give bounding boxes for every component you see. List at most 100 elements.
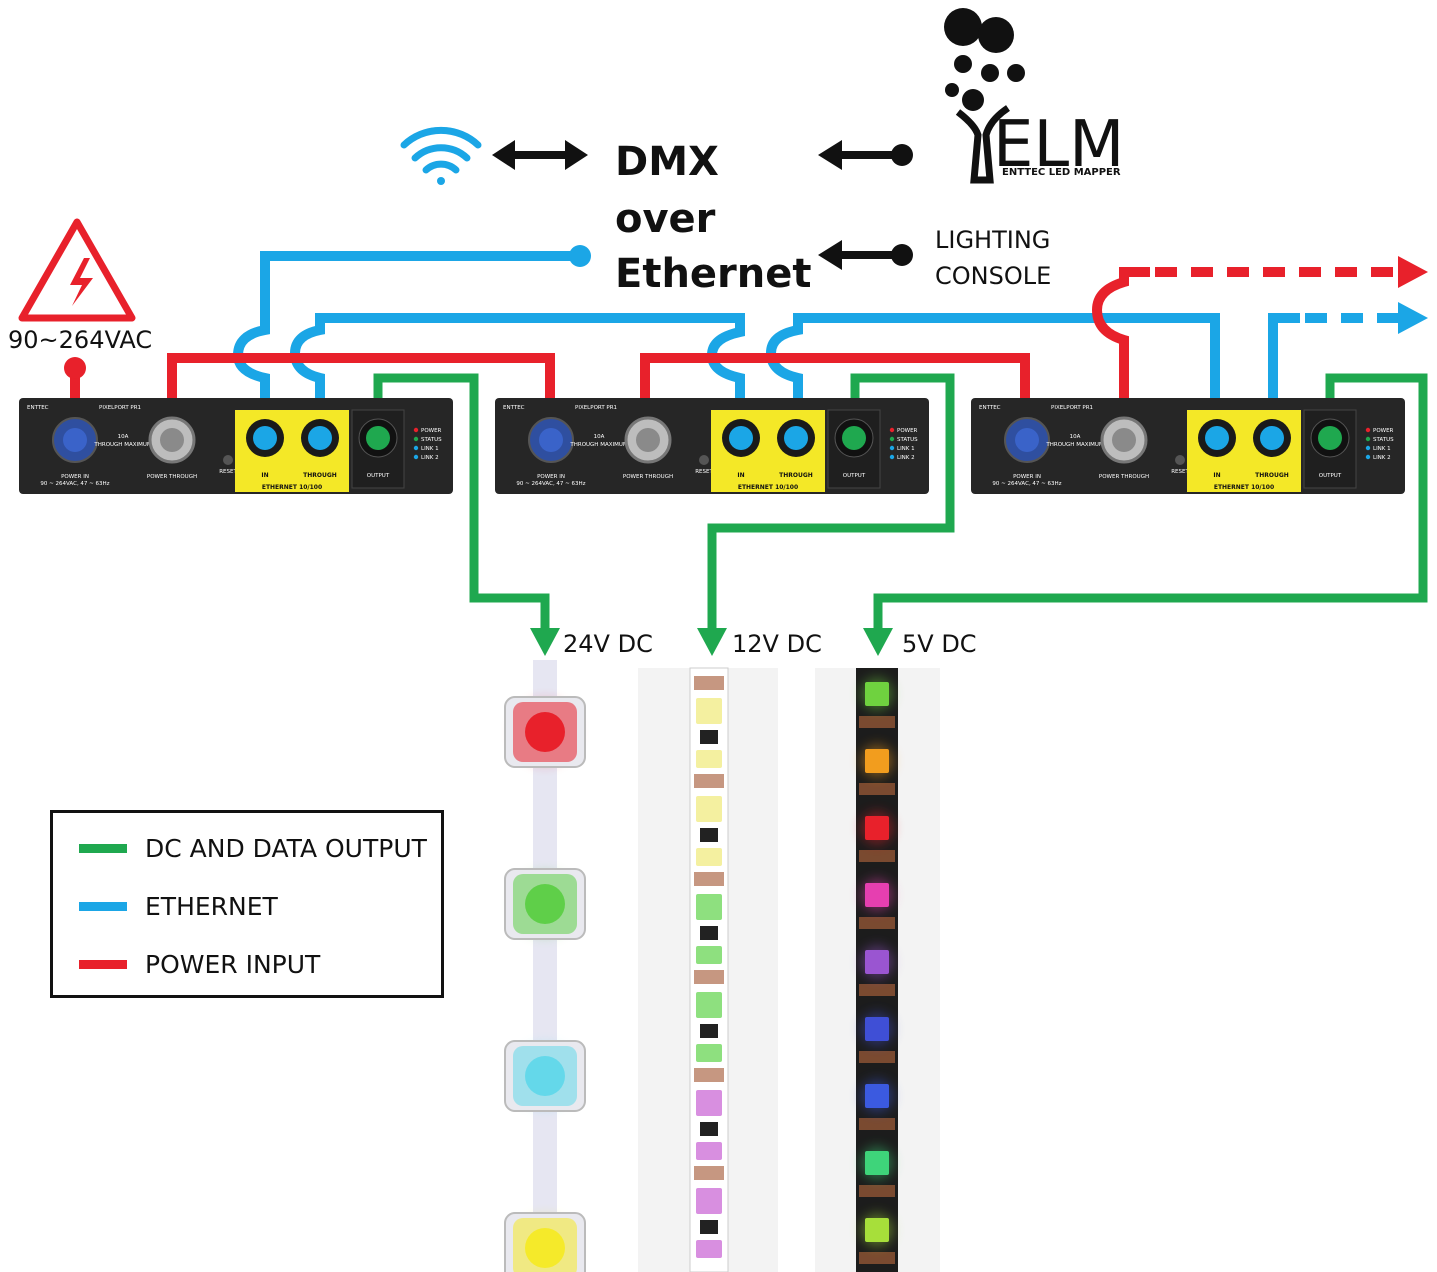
pixel-led [525, 1228, 565, 1268]
device-model: PIXELPORT PR1 [99, 405, 141, 411]
power-through-label: POWER THROUGH [1099, 474, 1149, 480]
device-brand: ENTTEC [503, 405, 525, 411]
legend-label: DC AND DATA OUTPUT [145, 833, 427, 863]
power-voltage-label: 90~264VAC [8, 326, 152, 354]
led-strip-24v [504, 660, 586, 1272]
legend: DC AND DATA OUTPUT ETHERNET POWER INPUT [50, 810, 444, 998]
strip-led [696, 946, 722, 964]
led-strip-5v [815, 668, 940, 1272]
status-led [413, 454, 419, 460]
strip-pad [859, 1118, 895, 1130]
elm-logo-subtitle: ENTTEC LED MAPPER [1002, 167, 1121, 178]
legend-label: POWER INPUT [145, 949, 321, 979]
rating-label: 10A [118, 434, 129, 440]
title-line-2: over [615, 196, 716, 242]
status-led [889, 454, 895, 460]
legend-item-power: POWER INPUT [79, 949, 320, 979]
power-through-label: POWER THROUGH [147, 474, 197, 480]
rating-label: 10A [594, 434, 605, 440]
output-label-5v: 5V DC [902, 630, 977, 658]
status-led [413, 445, 419, 451]
power-out-arrow-icon [1398, 256, 1428, 288]
port-in-core [729, 426, 753, 450]
pixel-led [525, 884, 565, 924]
output-label: OUTPUT [367, 473, 390, 479]
status-led-label: POWER [421, 428, 442, 434]
legend-item-output: DC AND DATA OUTPUT [79, 833, 427, 863]
port-through-core [308, 426, 332, 450]
strip-chip [700, 730, 718, 744]
legend-swatch-red [79, 959, 127, 969]
strip-led [865, 1017, 889, 1041]
strip-pad [694, 774, 724, 788]
status-led-label: LINK 1 [897, 446, 915, 452]
title-line-3: Ethernet [615, 251, 812, 297]
reset-label: RESET [1171, 469, 1189, 475]
legend-label: ETHERNET [145, 891, 278, 921]
status-led [889, 427, 895, 433]
port-in-core [1205, 426, 1229, 450]
port-through-core [1260, 426, 1284, 450]
strip-led [696, 698, 722, 724]
port-through-label: THROUGH [303, 472, 337, 479]
status-led-label: LINK 2 [897, 455, 915, 461]
output-core [842, 426, 866, 450]
elm-arrow-icon [818, 140, 913, 170]
legend-swatch-green [79, 843, 127, 853]
strip-chip [700, 926, 718, 940]
port-through-label: THROUGH [779, 472, 813, 479]
device-model: PIXELPORT PR1 [575, 405, 617, 411]
ethernet-label: ETHERNET 10/100 [1214, 484, 1274, 491]
reset-label: RESET [219, 469, 237, 475]
strip-chip [700, 1220, 718, 1234]
status-led-label: STATUS [1373, 437, 1394, 443]
legend-item-ethernet: ETHERNET [79, 891, 278, 921]
status-led-label: POWER [897, 428, 918, 434]
status-led-label: LINK 1 [421, 446, 439, 452]
strip-led [865, 1218, 889, 1242]
status-led-label: LINK 2 [1373, 455, 1391, 461]
strip-led [696, 796, 722, 822]
power-through-core [160, 428, 184, 452]
strip-pad [694, 676, 724, 690]
pixel-led [525, 1056, 565, 1096]
strip-led [696, 750, 722, 768]
status-led-label: STATUS [897, 437, 918, 443]
power-cables [64, 267, 1400, 415]
strip-chip [700, 1122, 718, 1136]
power-through-core [1112, 428, 1136, 452]
ethernet-cables [232, 245, 1400, 415]
pixel-led [525, 712, 565, 752]
strip-pad [859, 917, 895, 929]
console-arrow-icon [818, 240, 913, 270]
rating-sub-label: THROUGH MAXIMUM [93, 442, 151, 448]
strip-pad [694, 872, 724, 886]
power-in-spec: 90 ~ 264VAC, 47 ~ 63Hz [40, 481, 109, 487]
strip-led [696, 992, 722, 1018]
strip-led [865, 682, 889, 706]
power-in-spec: 90 ~ 264VAC, 47 ~ 63Hz [516, 481, 585, 487]
port-in-label: IN [261, 472, 268, 479]
power-in-core [1015, 428, 1039, 452]
power-in-core [63, 428, 87, 452]
strip-led [696, 1240, 722, 1258]
high-voltage-warning-icon [18, 218, 136, 322]
console-label-2: CONSOLE [935, 262, 1051, 290]
strip-pad [694, 1068, 724, 1082]
strip-pad [859, 783, 895, 795]
rating-label: 10A [1070, 434, 1081, 440]
output-label: OUTPUT [843, 473, 866, 479]
strip-pad [859, 1185, 895, 1197]
output-label-24v: 24V DC [563, 630, 653, 658]
strip-led [865, 1151, 889, 1175]
strip-led [696, 1044, 722, 1062]
device-brand: ENTTEC [27, 405, 49, 411]
status-led [413, 436, 419, 442]
strip-led [696, 1188, 722, 1214]
power-in-label: POWER IN [61, 474, 89, 480]
reset-button [699, 455, 709, 465]
